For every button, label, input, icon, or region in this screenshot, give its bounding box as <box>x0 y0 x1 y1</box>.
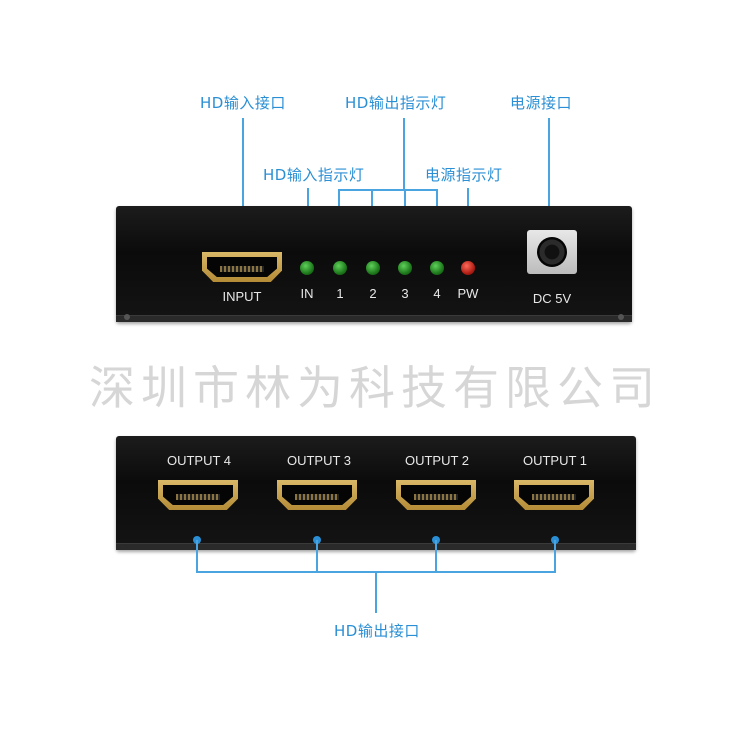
led-4-label: 4 <box>433 286 441 301</box>
device-back-panel: OUTPUT 4 OUTPUT 3 OUTPUT 2 OUTPUT 1 <box>116 436 636 550</box>
leader-line <box>403 118 405 190</box>
hdmi-output-port-4 <box>158 480 238 510</box>
dc-power-jack <box>527 230 577 274</box>
output-1-label: OUTPUT 1 <box>522 453 588 468</box>
leader-line <box>375 571 377 613</box>
leader-line <box>338 189 438 191</box>
panel-edge <box>116 543 636 550</box>
output-2-label: OUTPUT 2 <box>404 453 470 468</box>
led-pw-label: PW <box>457 286 479 301</box>
callout-hd-output-port: HD输出接口 <box>334 622 420 640</box>
callout-hd-input-indicator: HD输入指示灯 <box>263 166 365 184</box>
screw <box>124 314 130 320</box>
leader-line <box>554 540 556 572</box>
screw <box>618 314 624 320</box>
led-in-label: IN <box>300 286 314 301</box>
led-in <box>300 261 314 275</box>
watermark-company: 深圳市林为科技有限公司 <box>89 361 661 415</box>
hdmi-output-port-1 <box>514 480 594 510</box>
led-2 <box>366 261 380 275</box>
led-2-label: 2 <box>369 286 377 301</box>
output-3-label: OUTPUT 3 <box>286 453 352 468</box>
leader-line <box>435 540 437 572</box>
callout-hd-output-indicator: HD输出指示灯 <box>345 94 447 112</box>
leader-line <box>242 118 244 242</box>
led-pw <box>461 261 475 275</box>
callout-power-port: 电源接口 <box>510 94 573 112</box>
led-1-label: 1 <box>336 286 344 301</box>
device-front-panel: INPUT IN 1 2 3 4 PW DC 5V <box>116 206 632 322</box>
panel-edge <box>116 315 632 322</box>
hdmi-output-port-2 <box>396 480 476 510</box>
led-3 <box>398 261 412 275</box>
leader-line <box>196 540 198 572</box>
led-1 <box>333 261 347 275</box>
leader-line <box>548 118 550 216</box>
callout-hd-input-port: HD输入接口 <box>200 94 286 112</box>
hdmi-output-port-3 <box>277 480 357 510</box>
output-4-label: OUTPUT 4 <box>166 453 232 468</box>
callout-power-indicator: 电源指示灯 <box>425 166 503 184</box>
led-4 <box>430 261 444 275</box>
led-3-label: 3 <box>401 286 409 301</box>
input-label: INPUT <box>222 289 262 304</box>
hdmi-input-port <box>202 252 282 282</box>
dc-label: DC 5V <box>532 291 572 306</box>
leader-line <box>316 540 318 572</box>
